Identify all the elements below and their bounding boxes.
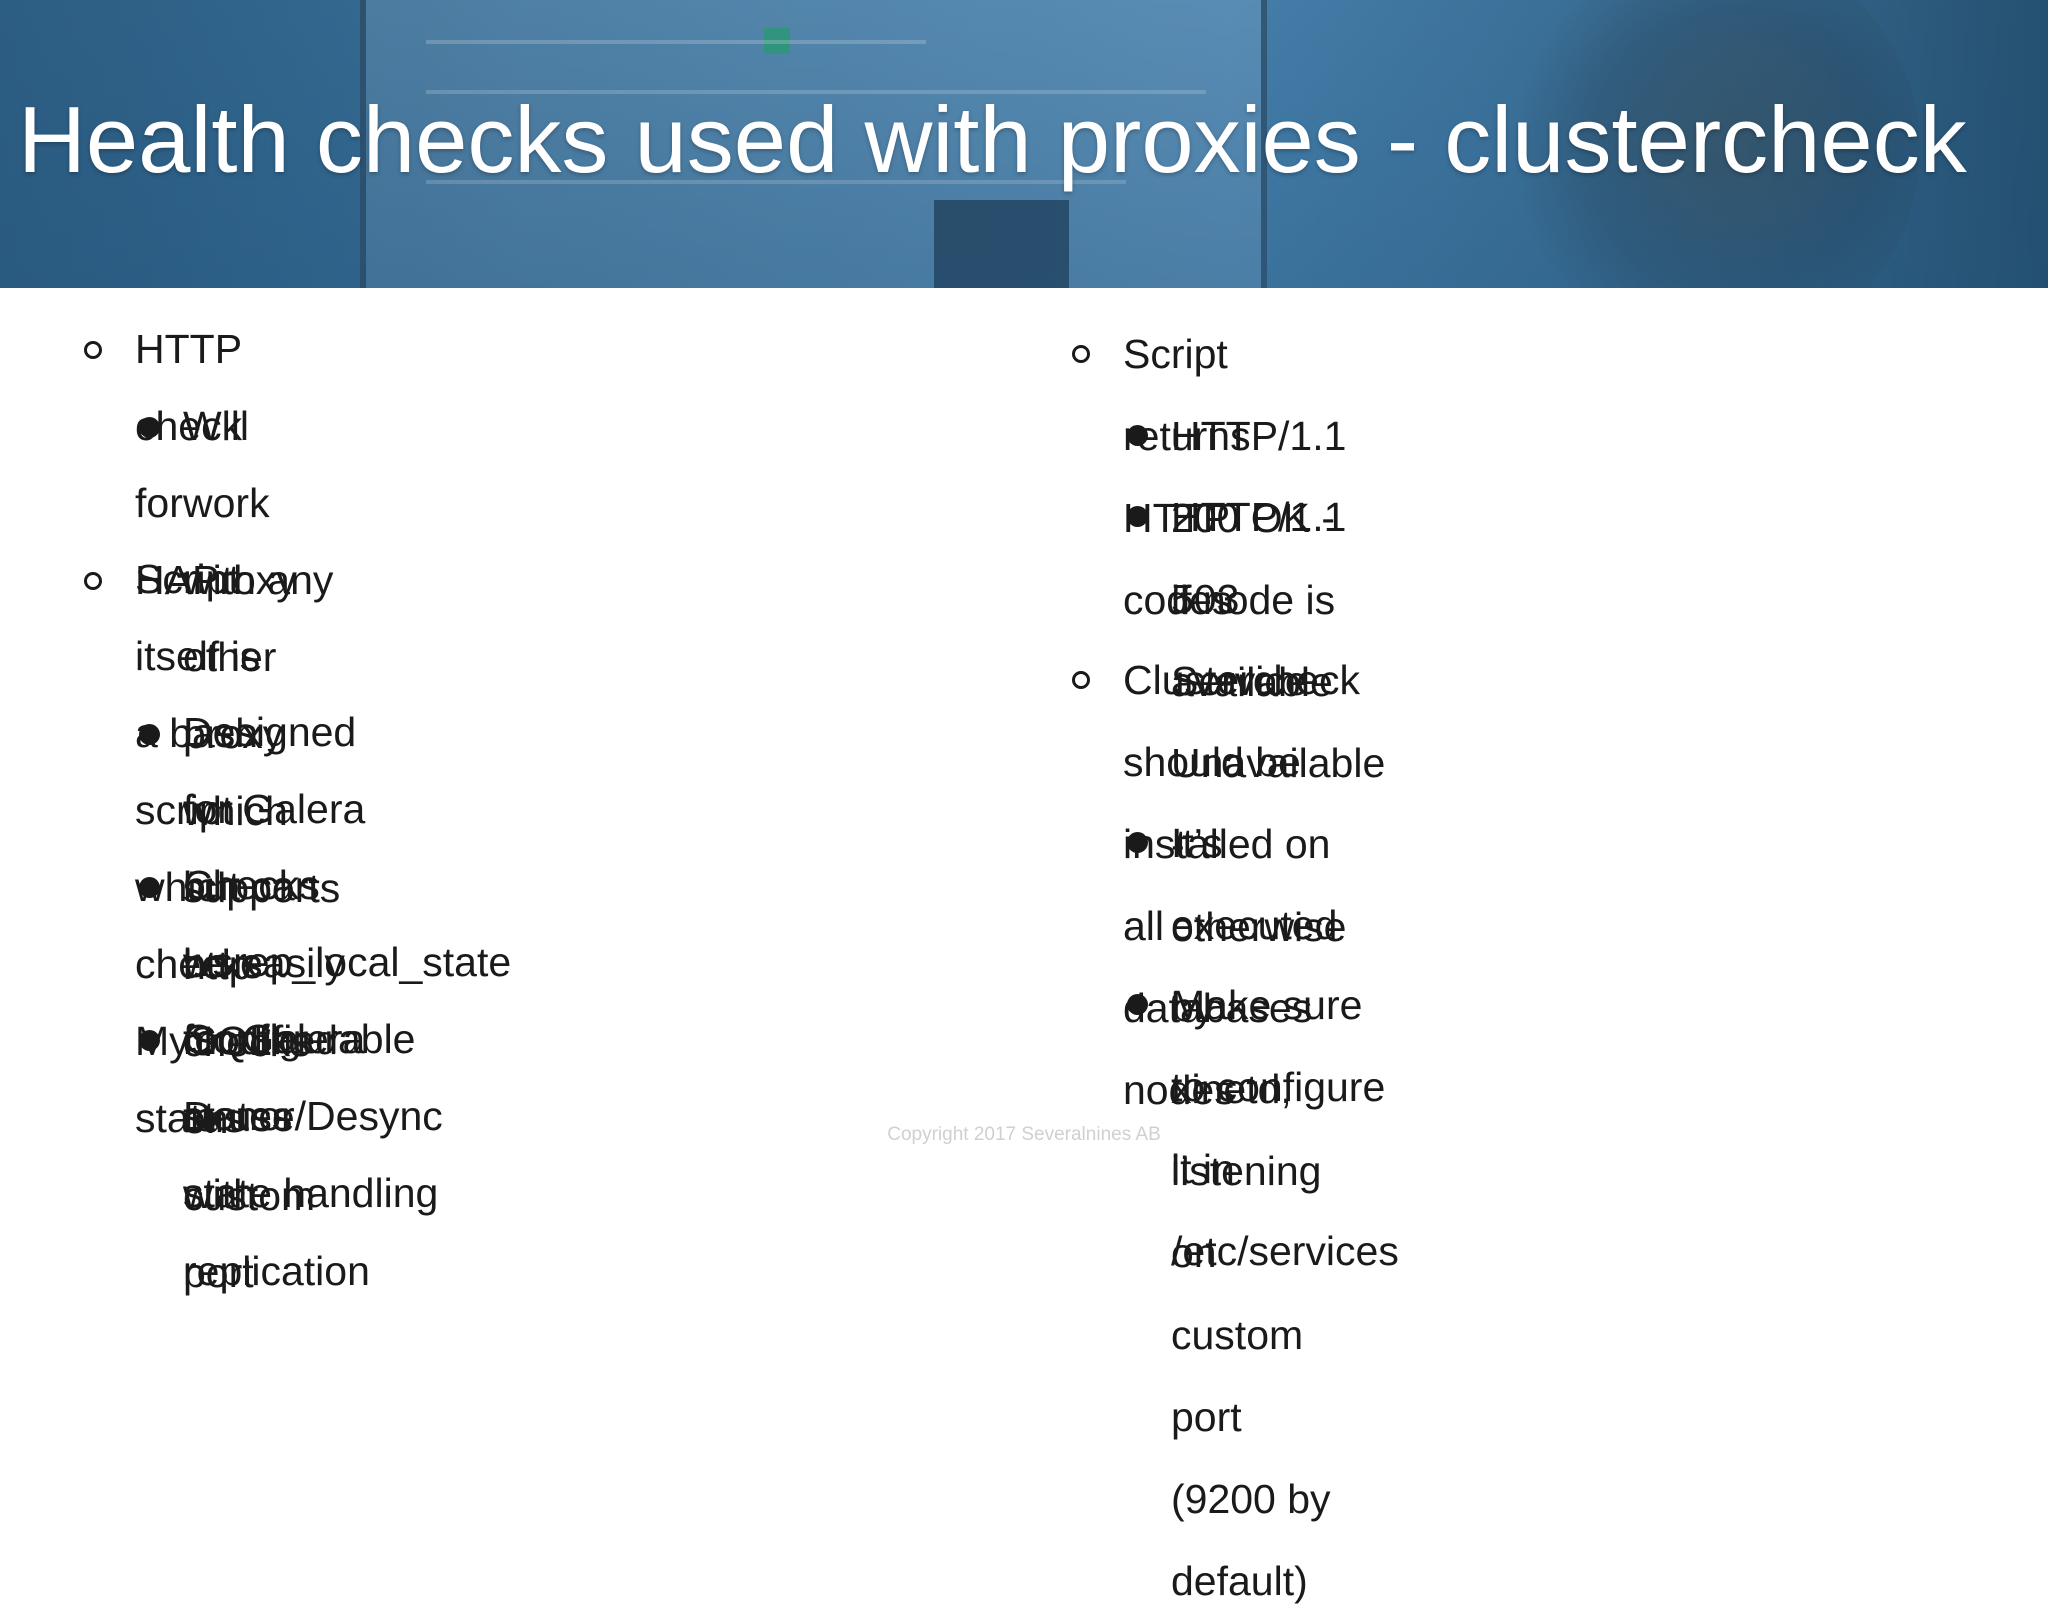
- background-person: [1500, 0, 1920, 288]
- background-screen-line: [426, 40, 926, 44]
- hollow-circle-bullet-icon: [84, 572, 102, 590]
- list-item: Clustercheck should be installed on all …: [1123, 639, 1360, 1131]
- filled-circle-bullet-icon: [1127, 506, 1148, 527]
- list-item-line: Configurable Donor/Desync state handling: [183, 1016, 443, 1216]
- copyright-footer: Copyright 2017 Severalnines AB: [887, 1124, 1161, 1145]
- background-monitor-image: [360, 0, 1267, 288]
- filled-circle-bullet-icon: [1127, 425, 1148, 446]
- filled-circle-bullet-icon: [139, 877, 160, 898]
- list-item-line: Designed for Galera but can be easily: [183, 709, 366, 986]
- list-item-line: states: [183, 1093, 293, 1139]
- slide-title: Health checks used with proxies - cluste…: [18, 87, 1967, 192]
- list-item: Designed for Galera but can be easily mo…: [183, 694, 370, 1310]
- filled-circle-bullet-icon: [1127, 994, 1148, 1015]
- list-item-line: Clustercheck should be installed on all: [1123, 657, 1360, 949]
- background-screen-line: [426, 180, 1126, 184]
- list-item: Script itself is a bash script which che…: [135, 541, 270, 1157]
- hollow-circle-bullet-icon: [1072, 671, 1090, 689]
- list-item-line: custom port (9200 by default): [1171, 1312, 1331, 1604]
- filled-circle-bullet-icon: [1127, 832, 1148, 853]
- header-banner: Health checks used with proxies - cluste…: [0, 0, 2048, 288]
- hollow-circle-bullet-icon: [1072, 345, 1090, 363]
- list-item-line: MySQL status: [135, 1018, 271, 1141]
- filled-circle-bullet-icon: [139, 417, 160, 438]
- list-item: Configurable Donor/Desync state handling: [183, 1001, 443, 1232]
- list-item-line: Will work with any other proxy which: [183, 403, 334, 834]
- banner-overlay: [0, 0, 2048, 288]
- list-item: Checks wsrep_local_state for Galera stat…: [183, 847, 511, 1155]
- list-item: HTTP/1.1 200 OK - if node is available: [1171, 395, 1346, 723]
- list-item: HTTP/1.1 503 Service Unavailable - other…: [1171, 476, 1385, 968]
- hollow-circle-bullet-icon: [84, 341, 102, 359]
- filled-circle-bullet-icon: [139, 1030, 160, 1051]
- list-item-line: otherwise: [1171, 904, 1347, 950]
- list-item-line: Checks wsrep_local_state for Galera: [183, 862, 512, 1062]
- list-item-line: databases nodes: [1123, 985, 1313, 1113]
- background-app-logo: [764, 28, 790, 54]
- background-dashboard-card: [934, 200, 1069, 288]
- filled-circle-bullet-icon: [139, 724, 160, 745]
- background-screen-line: [426, 90, 1206, 94]
- list-item-line: HTTP/1.1 503 Service Unavailable -: [1171, 494, 1386, 868]
- list-item-line: Script itself is a bash script which che…: [135, 556, 263, 987]
- list-item-line: HTTP/1.1 200 OK - if node is available: [1171, 413, 1347, 705]
